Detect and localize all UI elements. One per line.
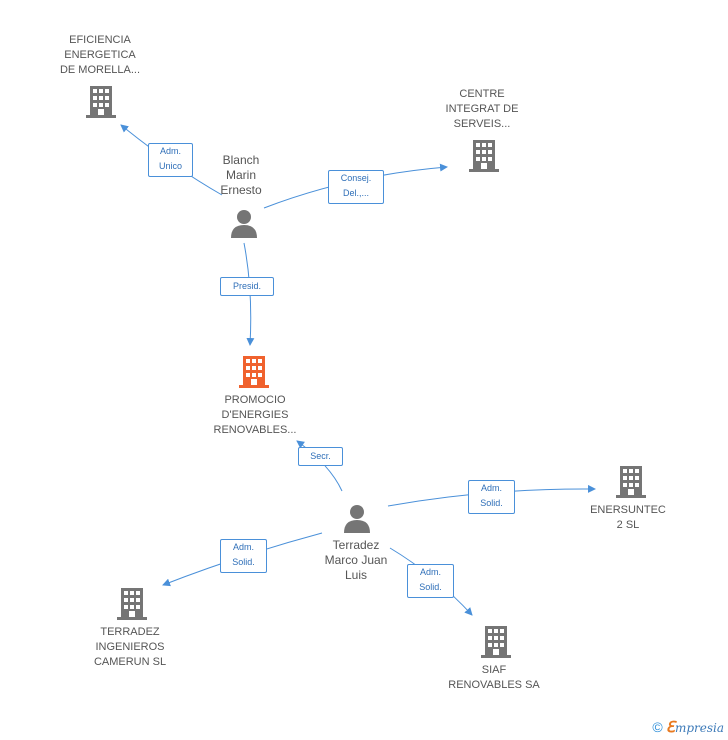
person-icon[interactable]	[231, 210, 257, 238]
building-icon[interactable]	[616, 466, 646, 498]
building-icon-focus[interactable]	[239, 356, 269, 388]
edge-label-adm-solid-enersuntec: Adm. Solid.	[468, 480, 515, 514]
node-label-terradez-ingenieros[interactable]: TERRADEZ INGENIEROS CAMERUN SL	[93, 626, 167, 668]
edge-label-consej: Consej. Del.,...	[328, 170, 384, 204]
node-label-enersuntec[interactable]: ENERSUNTEC 2 SL	[590, 504, 666, 531]
node-label-centre[interactable]: CENTRE INTEGRAT DE SERVEIS...	[445, 88, 519, 130]
edge-label-adm-solid-ingenieros: Adm. Solid.	[220, 539, 267, 573]
building-icon[interactable]	[86, 86, 116, 118]
edge-label-secr: Secr.	[298, 447, 343, 466]
node-label-eficiencia[interactable]: EFICIENCIA ENERGETICA DE MORELLA...	[59, 34, 141, 76]
copyright-icon: ©	[652, 719, 663, 735]
node-label-promocio[interactable]: PROMOCIO D'ENERGIES RENOVABLES...	[213, 394, 297, 436]
node-label-terradez-person[interactable]: Terradez Marco Juan Luis	[324, 538, 388, 582]
brand-logo: ℇmpresia	[665, 718, 724, 736]
edge-label-adm-solid-siaf: Adm. Solid.	[407, 564, 454, 598]
node-label-blanch[interactable]: Blanch Marin Ernesto	[220, 153, 262, 197]
building-icon[interactable]	[481, 626, 511, 658]
person-icon[interactable]	[344, 505, 370, 533]
edge-label-adm-unico: Adm. Unico	[148, 143, 193, 177]
building-icon[interactable]	[117, 588, 147, 620]
edge-label-presid: Presid.	[220, 277, 274, 296]
building-icon[interactable]	[469, 140, 499, 172]
node-label-siaf[interactable]: SIAF RENOVABLES SA	[448, 664, 540, 691]
brand-footer: © ℇmpresia	[652, 718, 724, 736]
